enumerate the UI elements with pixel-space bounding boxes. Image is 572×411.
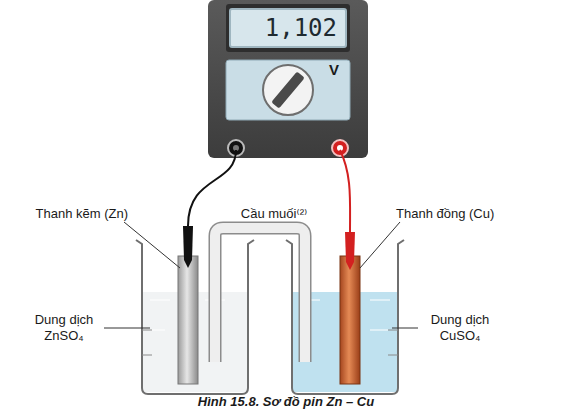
red-probe: [345, 232, 355, 270]
solution-label: Dung dịch CuSO₄: [420, 312, 500, 344]
part-label: Thanh kẽm (Zn): [18, 206, 128, 222]
display-reading: 1,102: [239, 11, 337, 45]
part-label: Cầu muối⁽²⁾: [224, 206, 324, 222]
unit-label: V: [322, 62, 346, 78]
copper-rod: [340, 256, 360, 384]
selector-dial: [263, 65, 313, 115]
voltmeter-body: [208, 0, 368, 158]
zinc-rod: [178, 256, 198, 384]
black-wire: [188, 150, 236, 226]
dial-panel: [226, 60, 350, 120]
leader-line: [360, 222, 400, 268]
black-probe: [183, 226, 193, 268]
right-beaker: [286, 240, 404, 394]
leader-line: [124, 222, 180, 268]
figure-caption: Hình 15.8. Sơ đồ pin Zn – Cu: [0, 394, 572, 410]
red-wire: [340, 150, 350, 232]
solution-label: Dung dịch ZnSO₄: [26, 312, 102, 344]
red-terminal: [332, 140, 348, 156]
part-label: Thanh đồng (Cu): [396, 206, 516, 222]
left-beaker: [136, 240, 254, 394]
leader-line: [392, 328, 418, 329]
lcd-display: 1,102: [229, 8, 347, 48]
leader-line: [104, 328, 150, 329]
